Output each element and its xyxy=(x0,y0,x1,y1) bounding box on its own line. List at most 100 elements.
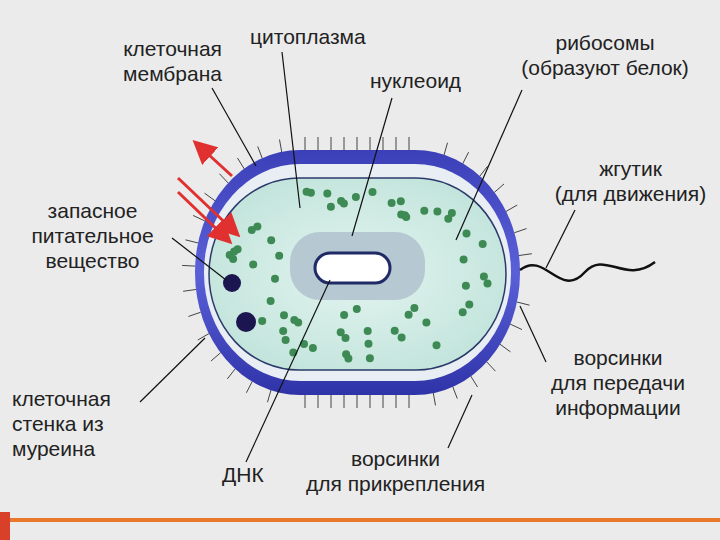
pilus xyxy=(205,193,216,201)
ribosome-dot xyxy=(405,311,413,319)
pilus xyxy=(396,395,397,408)
part-label: ДНК xyxy=(222,462,282,487)
cell-wall xyxy=(195,150,520,395)
pilus xyxy=(183,289,196,291)
pilus xyxy=(517,302,530,305)
ribosome-dot xyxy=(444,215,452,223)
ribosome-dot xyxy=(327,203,335,211)
pilus xyxy=(433,393,435,406)
ribosome-dot xyxy=(398,334,406,342)
transport-arrow xyxy=(197,144,232,176)
ribosome-dot xyxy=(353,305,361,313)
pilus xyxy=(383,137,384,150)
leader-line xyxy=(282,52,300,208)
ribosome-dot xyxy=(253,223,261,231)
pilus xyxy=(463,152,469,164)
pilus xyxy=(519,254,532,256)
pili xyxy=(182,137,532,408)
ribosome-dot xyxy=(365,340,373,348)
ribosome-dot xyxy=(344,354,352,362)
pilus xyxy=(280,140,282,153)
ribosome-dot xyxy=(275,252,283,260)
pilus xyxy=(318,137,319,150)
pilus xyxy=(514,229,526,233)
part-label: клеточная мембрана xyxy=(62,36,222,86)
part-label: запасное питательное вещество xyxy=(10,198,175,273)
leader-line xyxy=(546,210,575,268)
ribosome-dot xyxy=(422,319,430,327)
ribosome-dot xyxy=(337,197,345,205)
ribosome-dot xyxy=(484,279,492,287)
cell-membrane xyxy=(204,164,511,381)
ribosome-dot xyxy=(267,236,275,244)
ribosome-dot xyxy=(402,213,410,221)
footer-bar xyxy=(0,518,720,522)
ribosome-dot xyxy=(366,354,374,362)
ribosome-dot xyxy=(282,336,290,344)
ribosome-dot xyxy=(479,240,487,248)
ribosome-dot xyxy=(388,199,396,207)
pilus xyxy=(305,395,306,408)
ribosome-dot xyxy=(410,304,418,312)
leader-lines xyxy=(140,52,575,462)
pilus xyxy=(370,137,371,150)
pilus xyxy=(182,265,195,267)
pilus xyxy=(331,395,332,408)
pilus xyxy=(383,395,384,408)
pilus xyxy=(227,369,235,379)
flagellum xyxy=(520,262,655,281)
leader-line xyxy=(172,238,226,280)
ribosome-dot xyxy=(309,344,317,352)
ribosome-dot xyxy=(369,188,377,196)
pilus xyxy=(318,395,319,408)
part-label: цитоплазма xyxy=(250,24,380,49)
ribosome-dot xyxy=(463,230,471,238)
ribosome-dot xyxy=(323,190,331,198)
pilus xyxy=(267,390,271,402)
part-label: жгутик (для движения) xyxy=(548,156,713,206)
ribosome-dot xyxy=(352,193,360,201)
ribosome-dot xyxy=(290,316,298,324)
ribosome-dot xyxy=(433,208,441,216)
part-label: ворсинки для передачи информации xyxy=(528,345,708,420)
pilus xyxy=(453,386,458,398)
pilus xyxy=(444,143,448,155)
pilus xyxy=(188,312,200,316)
transport-arrow xyxy=(178,178,236,233)
storage-granule xyxy=(236,312,256,332)
part-label: нуклеоид xyxy=(370,68,480,93)
ribosome-dot xyxy=(279,327,287,335)
leader-line xyxy=(448,395,472,448)
pilus xyxy=(344,137,345,150)
leader-line xyxy=(140,338,205,402)
ribosome-dot xyxy=(258,317,266,325)
pilus xyxy=(357,137,358,150)
pilus xyxy=(246,381,252,393)
pilus xyxy=(220,174,229,184)
ribosome-dot xyxy=(226,251,234,259)
cytoplasm xyxy=(209,178,506,370)
pilus xyxy=(396,137,397,150)
pilus xyxy=(331,137,332,150)
part-label: ворсинки для прикрепления xyxy=(288,446,503,496)
ribosome-dot xyxy=(459,308,467,316)
ribosome-dot xyxy=(397,197,405,205)
pilus xyxy=(258,146,263,158)
leader-line xyxy=(352,98,392,236)
part-label: клеточная стенка из муреина xyxy=(12,386,152,461)
ribosome-dot xyxy=(465,301,473,309)
pilus xyxy=(344,395,345,408)
leader-line xyxy=(246,280,330,462)
leader-line xyxy=(456,90,522,240)
ribosome-dot xyxy=(480,273,488,281)
pilus xyxy=(487,362,496,372)
leader-line xyxy=(520,306,546,362)
ribosome-dot xyxy=(249,260,257,268)
ribosome-dot xyxy=(460,256,468,264)
nucleoid xyxy=(290,232,425,300)
ribosome-dot xyxy=(280,311,288,319)
ribosome-dot xyxy=(391,327,399,335)
ribosome-dot xyxy=(271,275,279,283)
pilus xyxy=(506,205,517,212)
